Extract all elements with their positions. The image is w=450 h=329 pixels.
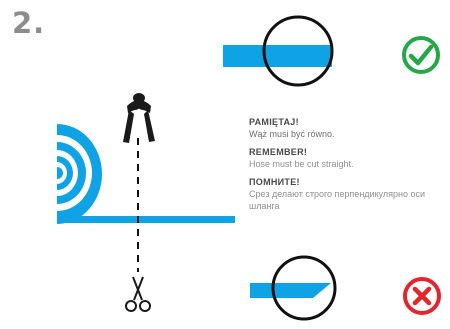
instruction-notes: PAMIĘTAJ! Wąż musi być równo. REMEMBER! … xyxy=(249,116,445,212)
scissors-icon xyxy=(126,277,150,311)
note-text: Wąż musi być równo. xyxy=(249,128,445,140)
note-heading: PAMIĘTAJ! xyxy=(249,116,445,128)
note-heading: ПОМНИТЕ! xyxy=(249,176,445,188)
check-mark-icon xyxy=(404,38,438,72)
hose-cutter-icon xyxy=(123,93,155,143)
note-polish: PAMIĘTAJ! Wąż musi być równo. xyxy=(249,116,445,140)
cross-mark-icon xyxy=(405,279,439,313)
hose-slanted-cut xyxy=(250,283,331,298)
note-english: REMEMBER! Hose must be cut straight. xyxy=(249,146,445,170)
hose-straight-cut xyxy=(223,45,332,67)
note-text: Срез делают строго перпендикулярно оси ш… xyxy=(249,188,445,212)
note-text: Hose must be cut straight. xyxy=(249,158,445,170)
hose-coil xyxy=(57,124,102,224)
note-heading: REMEMBER! xyxy=(249,146,445,158)
note-russian: ПОМНИТЕ! Срез делают строго перпендикуля… xyxy=(249,176,445,212)
hose-strip xyxy=(57,216,235,223)
